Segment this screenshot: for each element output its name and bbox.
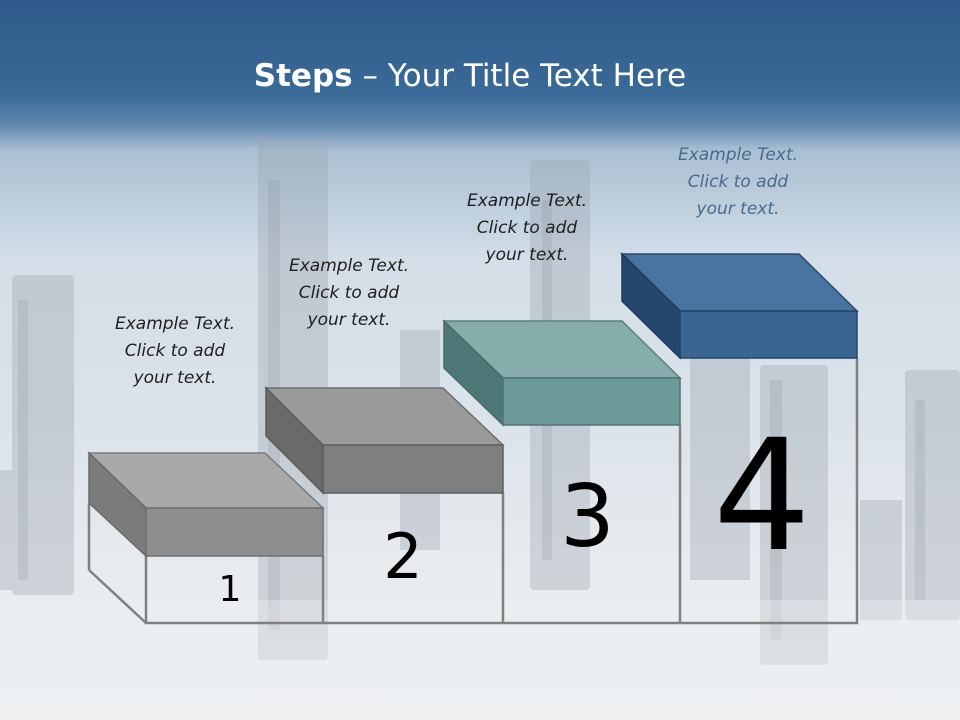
title-rest: – Your Title Text Here: [352, 58, 687, 94]
step-4-number: 4: [713, 407, 811, 586]
step-3-text-line-3: your text.: [485, 245, 569, 265]
step-4-text-line-1: Example Text.: [677, 145, 799, 165]
step-3-number: 3: [560, 467, 615, 567]
step-2-number: 2: [383, 520, 423, 593]
step-2-text-line-3: your text.: [307, 310, 391, 330]
step-4-text[interactable]: Example Text. Click to add your text.: [648, 142, 828, 223]
step-2-text[interactable]: Example Text. Click to add your text.: [259, 253, 439, 334]
slide-title[interactable]: Steps – Your Title Text Here: [0, 54, 940, 98]
step-3-text[interactable]: Example Text. Click to add your text.: [437, 188, 617, 269]
step-2-text-line-2: Click to add: [298, 283, 400, 303]
step-4-text-line-3: your text.: [696, 199, 780, 219]
step-1-text-line-2: Click to add: [124, 341, 226, 361]
step-1-number: 1: [218, 569, 242, 610]
step-3-text-line-1: Example Text.: [466, 191, 588, 211]
step-1-text-line-3: your text.: [133, 368, 217, 388]
step-2-block[interactable]: [264, 386, 505, 495]
step-1-block[interactable]: [87, 451, 325, 558]
step-4-text-line-2: Click to add: [687, 172, 789, 192]
step-3-text-line-2: Click to add: [476, 218, 578, 238]
staircase-outline: [87, 358, 859, 625]
step-1-text-line-1: Example Text.: [114, 314, 236, 334]
step-3-block[interactable]: [442, 319, 682, 427]
step-1-text[interactable]: Example Text. Click to add your text.: [85, 311, 265, 392]
title-bold: Steps: [253, 58, 353, 94]
step-2-text-line-1: Example Text.: [288, 256, 410, 276]
step-4-block[interactable]: [620, 252, 859, 360]
